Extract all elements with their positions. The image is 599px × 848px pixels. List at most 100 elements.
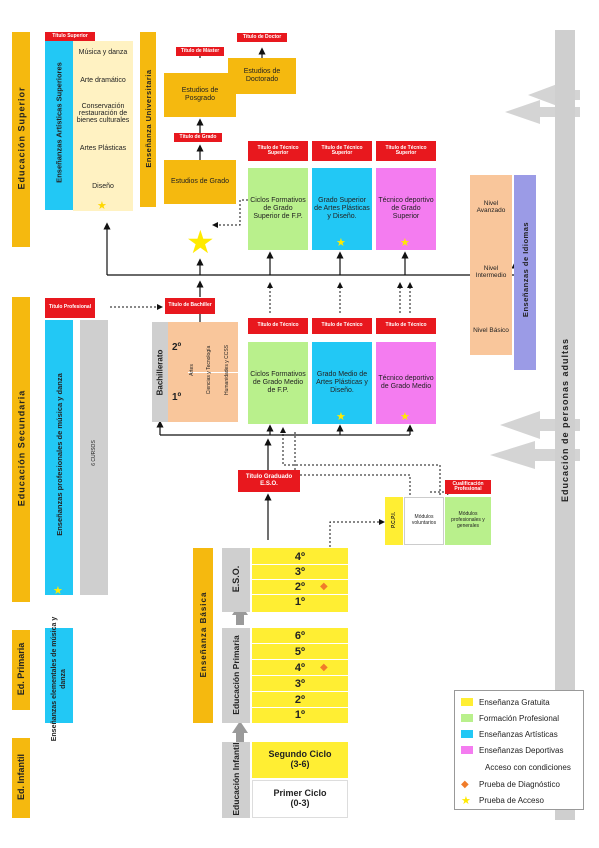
titulo-superior-badge: Título Superior — [45, 32, 95, 41]
bachillerato-year-2: 2º — [172, 342, 182, 353]
titulo-tecnico-badge-2: Título de Técnico — [312, 318, 372, 334]
artistica-item-diseno: Diseño — [92, 183, 114, 190]
level-bar-secundaria: Educación Secundaria — [12, 297, 30, 602]
profesionales-musica-danza-label: Enseñanzas profesionales de música y dan… — [55, 373, 64, 536]
primaria-grade-5: 5º — [294, 646, 306, 658]
legend-item-acceso-condiciones: Acceso con condiciones — [485, 762, 571, 772]
estudios-doctorado-box: Estudios de Doctorado — [228, 58, 296, 94]
prueba-acceso-star-icon: ★ — [186, 224, 215, 260]
basica-label: Enseñanza Básica — [199, 591, 208, 678]
seis-cursos-box: 6 CURSOS — [80, 320, 108, 595]
diagnostico-diamond-icon: ◆ — [320, 662, 328, 673]
nivel-basico: Nivel Básico — [473, 327, 509, 334]
artistica-item-conservacion: Conservación restauración de bienes cult… — [76, 103, 130, 124]
titulo-doctor-badge: Título de Doctor — [237, 33, 287, 42]
legend-item-fp: Formación Profesional — [461, 711, 559, 725]
modalidad-humanidades: Humanidades y CCSS — [224, 344, 230, 396]
primer-ciclo-range: (0-3) — [290, 798, 310, 808]
deportivo-grado-medio-box: Técnico deportivo de Grado Medio ★ — [376, 342, 436, 424]
cualificacion-profesional-badge: Cualificación Profesional — [445, 480, 491, 494]
level-bar-superior: Educación Superior — [12, 32, 30, 247]
ciclos-grado-medio-label: Ciclos Formativos de Grado Medio de F.P. — [250, 370, 306, 395]
primaria-bar: Educación Primaria — [222, 628, 250, 723]
primaria-grade-6: 6º — [294, 630, 306, 642]
artistica-item-plasticas: Artes Plásticas — [79, 145, 127, 152]
titulo-profesional-badge: Título Profesional — [45, 298, 95, 318]
legend-item-diagnostico: ◆Prueba de Diagnóstico — [461, 778, 560, 790]
primaria-grade-1: 1º — [294, 709, 306, 721]
ciclos-grado-superior-box: Ciclos Formativos de Grado Superior de F… — [248, 168, 308, 250]
legend-item-acceso: ★Prueba de Acceso — [461, 794, 544, 807]
primaria-grade-2: 2º — [294, 694, 306, 706]
universitaria-label: Enseñanza Universitaria — [144, 69, 153, 168]
primer-ciclo-box: Primer Ciclo (0-3) — [252, 780, 348, 818]
level-superior-label: Educación Superior — [16, 86, 27, 190]
pcpi-bar: P.C.P.I. — [385, 497, 403, 545]
prueba-acceso-star-icon: ★ — [336, 411, 346, 424]
primer-ciclo-label: Primer Ciclo — [273, 788, 327, 798]
titulo-tecnico-superior-badge-2: Título de Técnico Superior — [312, 141, 372, 161]
bachillerato-year-1: 1º — [172, 392, 182, 403]
titulo-bachiller-badge: Título de Bachiller — [165, 298, 215, 314]
profesionales-musica-danza-bar: Enseñanzas profesionales de música y dan… — [45, 320, 73, 597]
bachillerato-label: Bachillerato — [155, 349, 165, 396]
basica-bar: Enseñanza Básica — [193, 548, 213, 723]
eso-grade-2: 2º — [294, 581, 306, 593]
deportivo-grado-superior-box: Técnico deportivo de Grado Superior ★ — [376, 168, 436, 250]
artes-grado-superior-box: Grado Superior de Artes Plásticas y Dise… — [312, 168, 372, 250]
level-bar-infantil: Ed. Infantil — [12, 738, 30, 818]
infantil-bar: Educación Infantil — [222, 742, 250, 818]
level-secundaria-label: Educación Secundaria — [16, 389, 27, 507]
primaria-grades: 6º 5º 4º 3º 2º 1º ◆ — [252, 628, 348, 723]
artes-grado-medio-label: Grado Medio de Artes Plásticas y Diseño. — [316, 370, 368, 395]
adultos-bar: Educación de personas adultas — [555, 30, 575, 820]
prueba-acceso-star-icon: ★ — [97, 200, 107, 212]
idiomas-box: Nivel Avanzado Nivel Intermedio Nivel Bá… — [470, 175, 512, 355]
deportivo-grado-medio-label: Técnico deportivo de Grado Medio — [378, 374, 434, 390]
prueba-acceso-star-icon: ★ — [400, 411, 410, 424]
eso-bar: E.S.O. — [222, 548, 250, 612]
prueba-acceso-star-icon: ★ — [53, 585, 63, 597]
prueba-acceso-star-icon: ★ — [336, 237, 346, 250]
seis-cursos-label: 6 CURSOS — [91, 440, 97, 466]
segundo-ciclo-box: Segundo Ciclo (3-6) — [252, 742, 348, 778]
modulos-voluntarios-box: Módulos voluntarios — [404, 497, 444, 545]
idiomas-bar: Enseñanzas de Idiomas — [514, 175, 536, 370]
primaria-grade-4: 4º — [294, 662, 306, 674]
elementales-musica-danza-bar: Enseñanzas elementales de música y danza — [45, 617, 73, 741]
titulo-tecnico-superior-badge-3: Título de Técnico Superior — [376, 141, 436, 161]
titulo-tecnico-badge-3: Título de Técnico — [376, 318, 436, 334]
artisticas-superiores-list: Música y danza Arte dramático Conservaci… — [73, 41, 133, 212]
primaria-label: Educación Primaria — [231, 635, 241, 715]
titulo-master-badge: Título de Máster — [176, 47, 224, 56]
ciclos-grado-medio-box: Ciclos Formativos de Grado Medio de F.P. — [248, 342, 308, 424]
segundo-ciclo-label: Segundo Ciclo — [268, 749, 332, 759]
artes-grado-medio-box: Grado Medio de Artes Plásticas y Diseño.… — [312, 342, 372, 424]
eso-grades: 4º 3º 2º 1º ◆ — [252, 548, 348, 612]
legend-item-artisticas: Enseñanzas Artísticas — [461, 727, 558, 741]
titulo-tecnico-badge-1: Título de Técnico — [248, 318, 308, 334]
artistica-item-arte: Arte dramático — [80, 77, 126, 84]
artisticas-superiores-label: Enseñanzas Artísticas Superiores — [54, 62, 64, 183]
titulo-graduado-eso-badge: Título Graduado E.S.O. — [238, 470, 300, 492]
segundo-ciclo-range: (3-6) — [290, 759, 310, 769]
eso-grade-1: 1º — [294, 596, 306, 608]
prueba-acceso-star-icon: ★ — [400, 237, 410, 250]
pcpi-label: P.C.P.I. — [391, 512, 397, 528]
titulo-grado-badge: Título de Grado — [174, 133, 222, 142]
legend-item-gratuita: Enseñanza Gratuita — [461, 695, 550, 709]
elementales-musica-danza-label: Enseñanzas elementales de música y danza — [51, 616, 67, 742]
universitaria-bar: Enseñanza Universitaria — [140, 32, 156, 207]
legend-item-deportivas: Enseñanzas Deportivas — [461, 743, 564, 757]
titulo-tecnico-superior-badge-1: Título de Técnico Superior — [248, 141, 308, 161]
deportivo-grado-superior-label: Técnico deportivo de Grado Superior — [378, 196, 434, 221]
artes-grado-superior-label: Grado Superior de Artes Plásticas y Dise… — [314, 196, 370, 221]
bachillerato-years: 2º 1º Artes Ciencias y Tecnología Humani… — [168, 322, 238, 422]
infantil-label: Educación Infantil — [231, 742, 241, 816]
eso-label: E.S.O. — [231, 565, 241, 593]
artistica-item-musica: Música y danza — [78, 49, 128, 56]
level-primaria-label: Ed. Primaria — [16, 642, 26, 696]
diagnostico-diamond-icon: ◆ — [461, 778, 469, 790]
level-infantil-label: Ed. Infantil — [16, 754, 26, 800]
